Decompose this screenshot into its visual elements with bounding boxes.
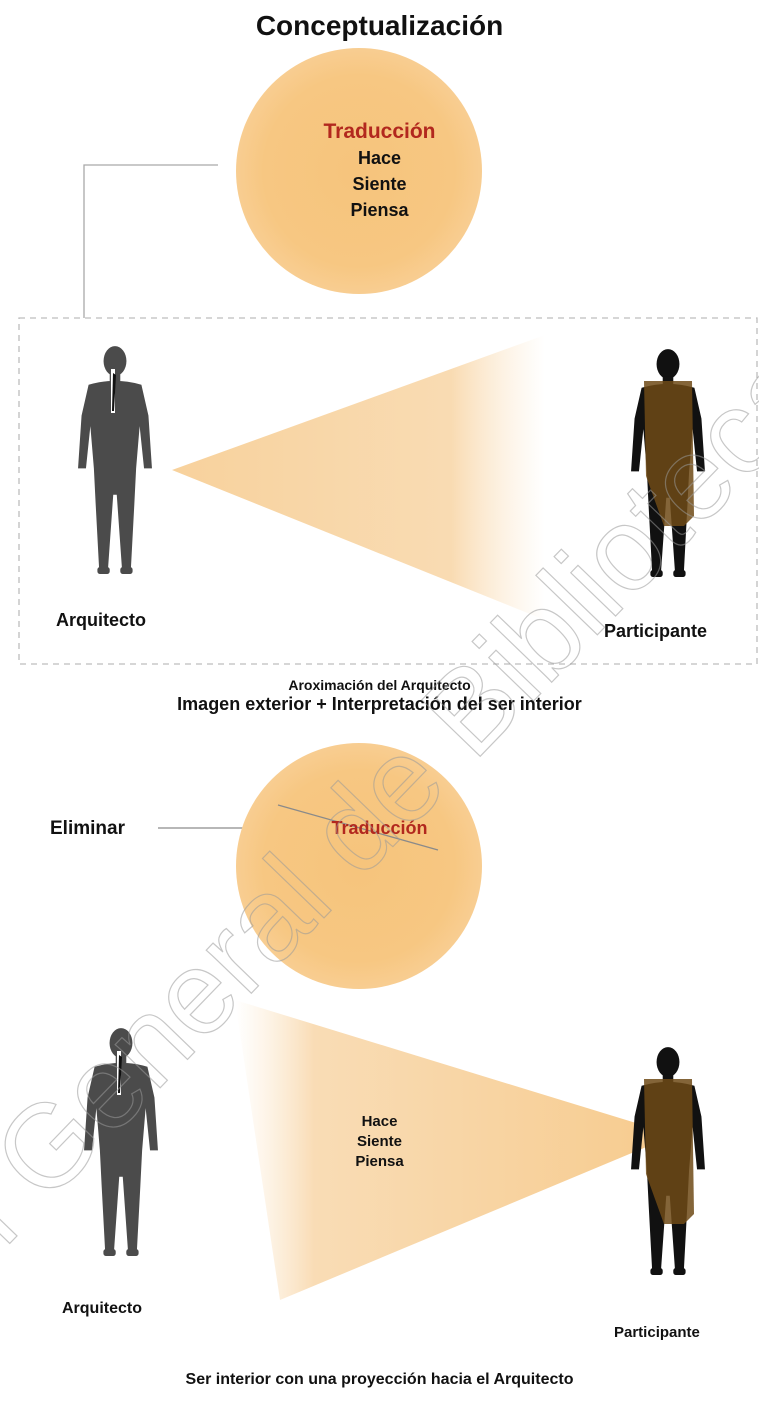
top-circle-line-hace: Hace <box>0 148 759 169</box>
upper-architect-label: Arquitecto <box>56 610 146 631</box>
beam-line-hace: Hace <box>0 1113 759 1130</box>
lower-architect-label: Arquitecto <box>62 1300 142 1318</box>
page-title: Conceptualización <box>0 10 759 42</box>
lower-participant-label: Participante <box>614 1324 700 1341</box>
architect-silhouette <box>78 346 152 574</box>
top-circle-line-piensa: Piensa <box>0 200 759 221</box>
bottom-circle-highlight: Traducción <box>0 818 759 839</box>
top-circle-line-siente: Siente <box>0 174 759 195</box>
upper-participant-label: Participante <box>604 621 707 642</box>
upper-caption-small: Aroximación del Arquitecto <box>0 677 759 693</box>
top-circle-highlight: Traducción <box>0 120 759 144</box>
beam-line-siente: Siente <box>0 1133 759 1150</box>
beam-line-piensa: Piensa <box>0 1153 759 1170</box>
upper-caption-large: Imagen exterior + Interpretación del ser… <box>0 694 759 715</box>
participant-silhouette <box>631 349 705 577</box>
lower-caption: Ser interior con una proyección hacia el… <box>0 1371 759 1389</box>
